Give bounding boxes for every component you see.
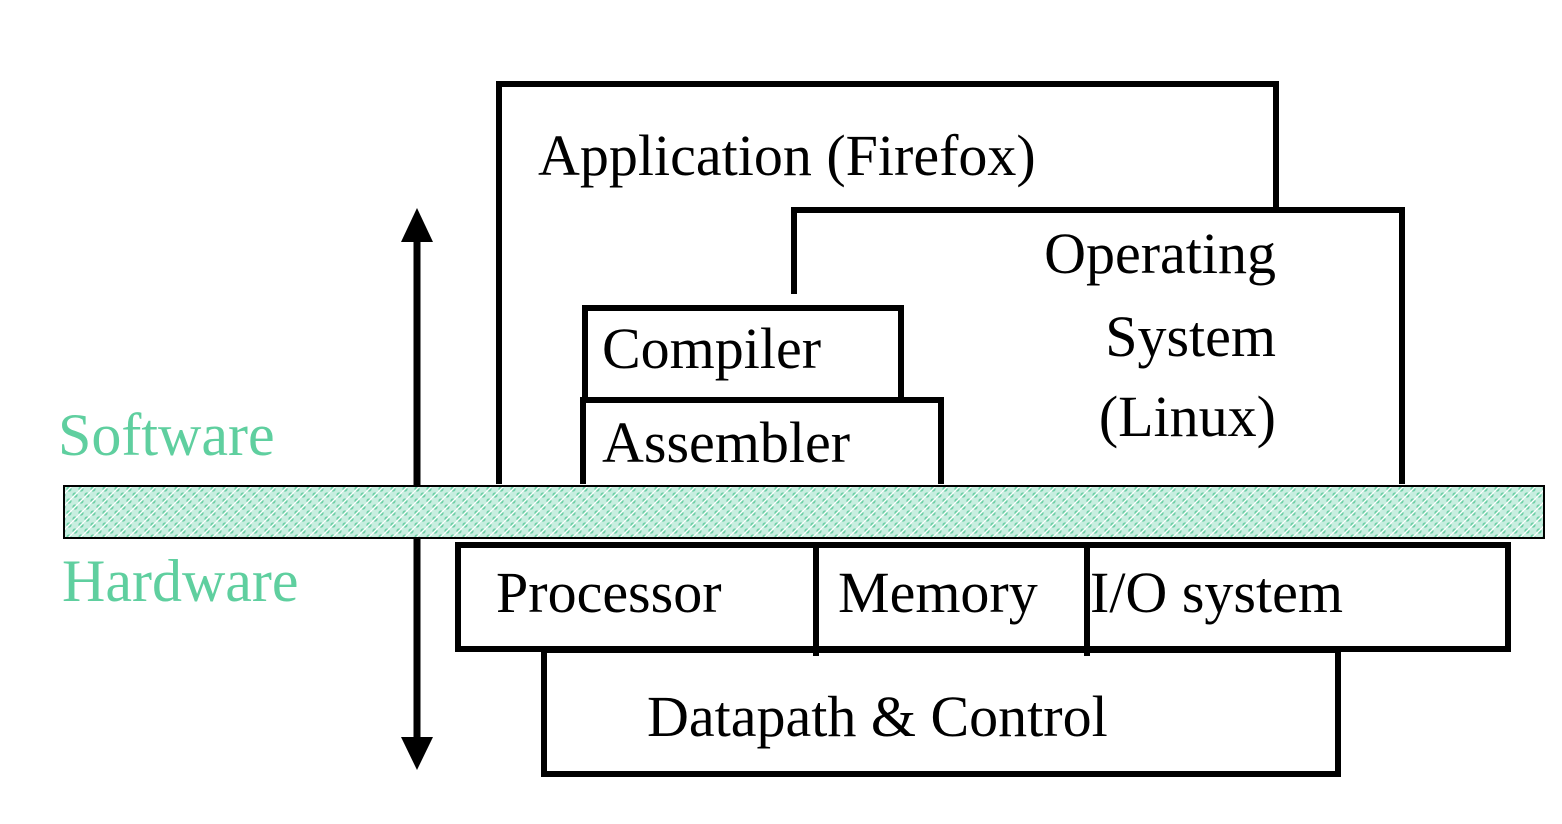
arrow-up-icon bbox=[401, 208, 433, 242]
compiler-label: Compiler bbox=[602, 316, 821, 381]
software-hardware-divider bbox=[63, 485, 1545, 539]
compiler-layer: Compiler bbox=[582, 305, 904, 403]
assembler-label: Assembler bbox=[602, 410, 850, 475]
os-label-line-1: Operating bbox=[1044, 221, 1276, 286]
arrow-down-icon bbox=[401, 737, 433, 770]
operating-system-layer: Operating System (Linux) bbox=[791, 207, 1405, 484]
processor-label: Processor bbox=[496, 560, 722, 625]
os-label-line-2: System bbox=[1105, 304, 1276, 369]
software-label: Software bbox=[58, 402, 275, 468]
io-system-label: I/O system bbox=[1090, 560, 1343, 625]
hardware-label: Hardware bbox=[62, 548, 299, 614]
datapath-control-layer: Datapath & Control bbox=[541, 647, 1341, 777]
application-label: Application (Firefox) bbox=[538, 123, 1036, 188]
os-label-line-3: (Linux) bbox=[1099, 384, 1276, 449]
application-layer: Application (Firefox) bbox=[496, 81, 1279, 484]
memory-label: Memory bbox=[838, 560, 1038, 625]
hardware-components-row: Processor Memory I/O system bbox=[455, 542, 1511, 656]
assembler-layer: Assembler bbox=[580, 397, 944, 484]
datapath-control-label: Datapath & Control bbox=[647, 684, 1108, 749]
